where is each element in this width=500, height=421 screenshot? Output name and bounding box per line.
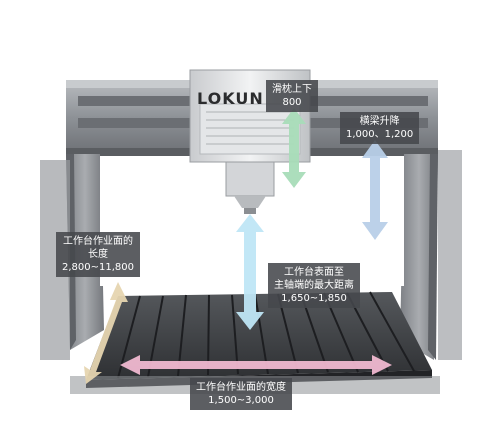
table-width-arrow xyxy=(120,355,392,375)
table-to-spindle-label: 工作台表面至 主轴端的最大距离 1,650~1,850 xyxy=(268,263,360,308)
beam-lift-arrow xyxy=(362,140,388,240)
table-length-label: 工作台作业面的 长度 2,800~11,800 xyxy=(56,232,140,277)
table-to-spindle-arrow xyxy=(236,214,264,330)
ram-travel-title: 滑枕上下 xyxy=(272,84,312,95)
ram-travel-label: 滑枕上下 800 xyxy=(266,80,318,112)
ram-travel-arrow xyxy=(282,108,306,188)
table-width-value: 1,500~3,000 xyxy=(208,395,274,406)
table-to-spindle-title: 工作台表面至 xyxy=(284,267,344,278)
ram-travel-value: 800 xyxy=(282,97,302,108)
table-to-spindle-subtitle: 主轴端的最大距离 xyxy=(274,280,354,291)
beam-lift-label: 横梁升降 1,000、1,200 xyxy=(340,112,420,144)
beam-lift-value: 1,000、1,200 xyxy=(346,129,414,140)
beam-lift-title: 横梁升降 xyxy=(359,116,400,127)
table-length-value: 2,800~11,800 xyxy=(62,262,134,273)
table-width-label: 工作台作业面的宽度 1,500~3,000 xyxy=(190,378,292,410)
right-column xyxy=(400,150,462,360)
table-length-title: 工作台作业面的 xyxy=(63,236,133,247)
table-length-arrow xyxy=(84,282,128,384)
table-width-title: 工作台作业面的宽度 xyxy=(196,382,286,393)
table-length-subtitle: 长度 xyxy=(88,249,108,260)
brand-logo: LOKUN xyxy=(197,89,264,108)
table-to-spindle-value: 1,650~1,850 xyxy=(281,293,347,304)
